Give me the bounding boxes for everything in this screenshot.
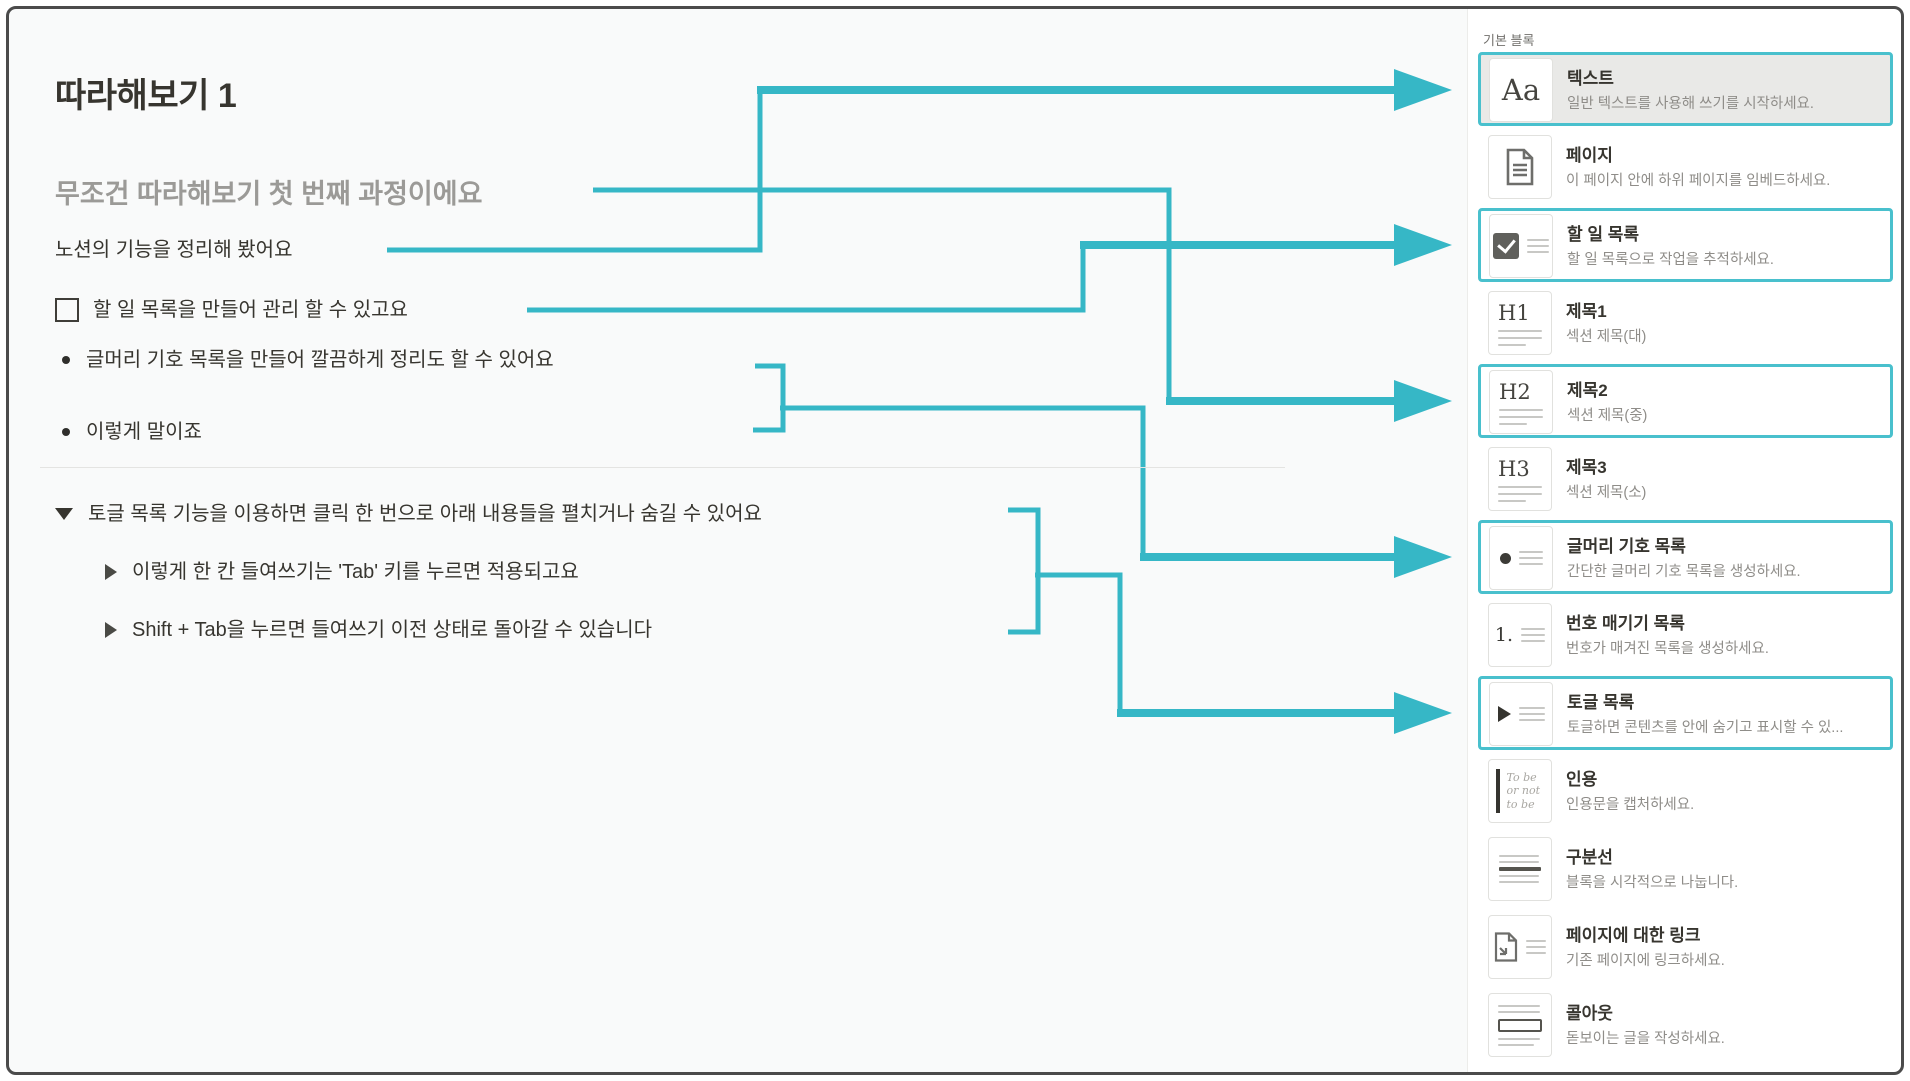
- todo-label: 할 일 목록을 만들어 관리 할 수 있고요: [93, 299, 408, 321]
- block-item-page[interactable]: 페이지 이 페이지 안에 하위 페이지를 임베드하세요.: [1478, 130, 1893, 204]
- block-item-title: 제목2: [1567, 381, 1608, 400]
- block-item-desc: 블록을 시각적으로 나눕니다.: [1566, 875, 1739, 891]
- block-item-heading3[interactable]: H3 제목3 섹션 제목(소): [1478, 442, 1893, 516]
- block-item-divider[interactable]: 구분선 블록을 시각적으로 나눕니다.: [1478, 832, 1893, 906]
- block-item-title: 번호 매기기 목록: [1566, 614, 1685, 633]
- block-item-title: 제목3: [1566, 458, 1607, 477]
- doc-bullet-item-2[interactable]: 이렇게 말이죠: [55, 418, 202, 446]
- block-item-title: 페이지에 대한 링크: [1566, 926, 1701, 945]
- block-item-desc: 섹션 제목(대): [1566, 329, 1647, 345]
- heading1-icon: H1: [1488, 291, 1552, 355]
- doc-heading2[interactable]: 무조건 따라해보기 첫 번째 과정이에요: [55, 179, 483, 209]
- block-item-title: 인용: [1566, 770, 1598, 789]
- block-item-desc: 돋보이는 글을 작성하세요.: [1566, 1031, 1725, 1047]
- block-item-heading2[interactable]: H2 제목2 섹션 제목(중): [1478, 364, 1893, 438]
- block-item-title: 글머리 기호 목록: [1567, 537, 1686, 556]
- block-item-desc: 인용문을 캡처하세요.: [1566, 797, 1695, 813]
- toggle-child-label: 이렇게 한 칸 들여쓰기는 'Tab' 키를 누르면 적용되고요: [132, 561, 579, 583]
- bullet-icon: [62, 356, 70, 364]
- todo-checkbox[interactable]: [55, 298, 79, 322]
- divider-icon: [1488, 837, 1552, 901]
- block-item-desc: 할 일 목록으로 작업을 추적하세요.: [1567, 252, 1774, 268]
- block-item-numbered-list[interactable]: 1. 번호 매기기 목록 번호가 매겨진 목록을 생성하세요.: [1478, 598, 1893, 672]
- link-to-page-icon: [1488, 915, 1552, 979]
- toggle-closed-icon[interactable]: [105, 564, 117, 580]
- block-item-quote[interactable]: To be or not to be 인용 인용문을 캡처하세요.: [1478, 754, 1893, 828]
- block-item-link-to-page[interactable]: 페이지에 대한 링크 기존 페이지에 링크하세요.: [1478, 910, 1893, 984]
- heading2-icon: H2: [1489, 370, 1553, 434]
- block-item-desc: 섹션 제목(소): [1566, 485, 1647, 501]
- doc-toggle-header[interactable]: 토글 목록 기능을 이용하면 클릭 한 번으로 아래 내용들을 펼치거나 숨길 …: [55, 500, 762, 528]
- numbered-list-icon: 1.: [1488, 603, 1552, 667]
- block-item-desc: 섹션 제목(중): [1567, 408, 1648, 424]
- bullet-icon: [62, 428, 70, 436]
- page-icon: [1488, 135, 1552, 199]
- block-item-title: 제목1: [1566, 302, 1607, 321]
- block-item-desc: 간단한 글머리 기호 목록을 생성하세요.: [1567, 564, 1801, 580]
- toggle-list-icon: [1489, 682, 1553, 746]
- toggle-child-label: Shift + Tab을 누르면 들여쓰기 이전 상태로 돌아갈 수 있습니다: [132, 619, 652, 641]
- doc-bullet-item-1[interactable]: 글머리 기호 목록을 만들어 깔끔하게 정리도 할 수 있어요: [55, 346, 554, 374]
- block-item-toggle-list[interactable]: 토글 목록 토글하면 콘텐츠를 안에 숨기고 표시할 수 있...: [1478, 676, 1893, 750]
- block-item-title: 할 일 목록: [1567, 225, 1640, 244]
- toggle-open-icon[interactable]: [55, 508, 73, 520]
- block-item-bulleted-list[interactable]: 글머리 기호 목록 간단한 글머리 기호 목록을 생성하세요.: [1478, 520, 1893, 594]
- bulleted-list-icon: [1489, 526, 1553, 590]
- panel-section-label: 기본 블록: [1483, 33, 1535, 48]
- block-item-desc: 일반 텍스트를 사용해 쓰기를 시작하세요.: [1567, 96, 1814, 112]
- toggle-closed-icon[interactable]: [105, 622, 117, 638]
- toggle-header-label: 토글 목록 기능을 이용하면 클릭 한 번으로 아래 내용들을 펼치거나 숨길 …: [88, 503, 762, 525]
- text-icon: Aa: [1489, 58, 1553, 122]
- block-item-heading1[interactable]: H1 제목1 섹션 제목(대): [1478, 286, 1893, 360]
- bullet-label: 이렇게 말이죠: [86, 421, 202, 443]
- block-item-title: 텍스트: [1567, 69, 1614, 88]
- block-item-desc: 토글하면 콘텐츠를 안에 숨기고 표시할 수 있...: [1567, 720, 1844, 736]
- block-item-todo-list[interactable]: 할 일 목록 할 일 목록으로 작업을 추적하세요.: [1478, 208, 1893, 282]
- doc-toggle-child-2[interactable]: Shift + Tab을 누르면 들여쓰기 이전 상태로 돌아갈 수 있습니다: [105, 616, 652, 644]
- todo-icon: [1489, 214, 1553, 278]
- heading3-icon: H3: [1488, 447, 1552, 511]
- block-item-title: 토글 목록: [1567, 693, 1635, 712]
- callout-icon: [1488, 993, 1552, 1057]
- block-item-title: 콜아웃: [1566, 1004, 1613, 1023]
- page-title[interactable]: 따라해보기 1: [55, 77, 237, 115]
- doc-todo-line[interactable]: 할 일 목록을 만들어 관리 할 수 있고요: [55, 296, 408, 324]
- doc-toggle-child-1[interactable]: 이렇게 한 칸 들여쓰기는 'Tab' 키를 누르면 적용되고요: [105, 558, 579, 586]
- doc-divider: [40, 467, 1285, 468]
- block-item-desc: 이 페이지 안에 하위 페이지를 임베드하세요.: [1566, 173, 1831, 189]
- block-item-callout[interactable]: 콜아웃 돋보이는 글을 작성하세요.: [1478, 988, 1893, 1062]
- block-item-text[interactable]: Aa 텍스트 일반 텍스트를 사용해 쓰기를 시작하세요.: [1478, 52, 1893, 126]
- quote-icon: To be or not to be: [1488, 759, 1552, 823]
- block-item-desc: 번호가 매겨진 목록을 생성하세요.: [1566, 641, 1769, 657]
- block-item-title: 구분선: [1566, 848, 1613, 867]
- block-item-title: 페이지: [1566, 146, 1613, 165]
- doc-text-line[interactable]: 노션의 기능을 정리해 봤어요: [55, 239, 293, 261]
- bullet-label: 글머리 기호 목록을 만들어 깔끔하게 정리도 할 수 있어요: [86, 349, 554, 371]
- block-item-desc: 기존 페이지에 링크하세요.: [1566, 953, 1725, 969]
